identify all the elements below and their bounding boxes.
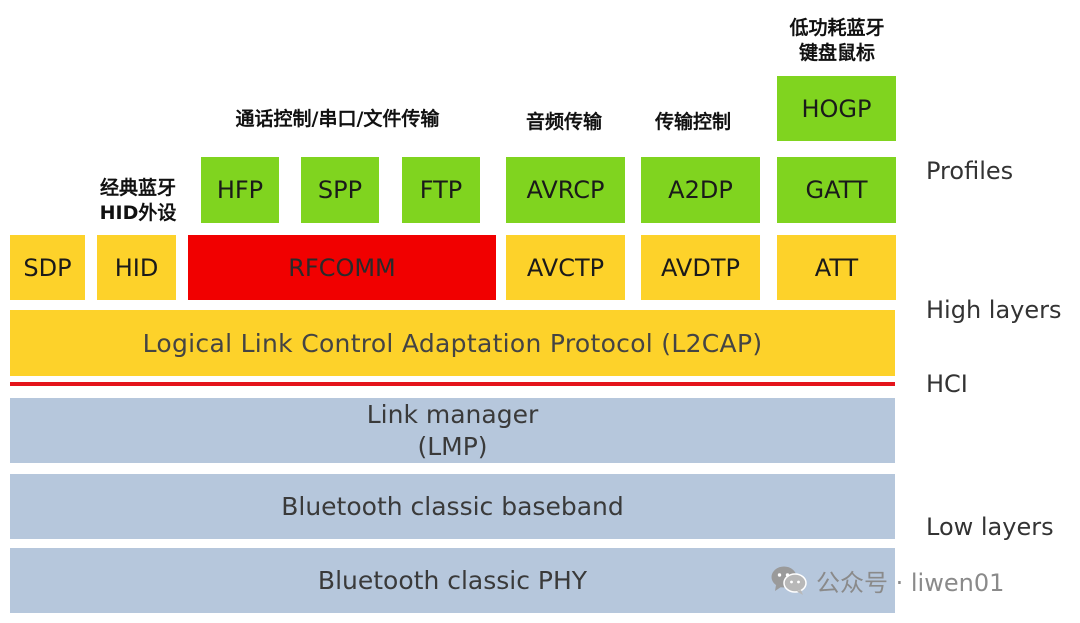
layer-baseband: Bluetooth classic baseband	[10, 474, 895, 539]
header-transfer-ctrl: 传输控制	[654, 111, 731, 133]
layer-lmp-line1: Link manager	[366, 399, 539, 429]
watermark: 公众号 · liwen01	[770, 562, 1004, 598]
header-ble-keyboard-line1: 低功耗蓝牙	[789, 17, 885, 39]
header-classic-hid: 经典蓝牙 HID外设	[88, 176, 188, 226]
layer-att: ATT	[777, 235, 896, 300]
header-ble-keyboard-line2: 键盘鼠标	[798, 42, 875, 64]
layer-rfcomm: RFCOMM	[188, 235, 496, 300]
layer-sdp: SDP	[10, 235, 85, 300]
watermark-text: 公众号 · liwen01	[816, 568, 1005, 597]
layer-l2cap: Logical Link Control Adaptation Protocol…	[10, 310, 895, 376]
layer-lmp: Link manager (LMP)	[10, 398, 895, 463]
profile-spp: SPP	[301, 157, 379, 223]
header-ble-keyboard: 低功耗蓝牙 键盘鼠标	[775, 16, 899, 66]
side-label-low-layers: Low layers	[926, 513, 1054, 541]
profile-hogp: HOGP	[777, 76, 896, 141]
side-label-hci: HCI	[926, 370, 968, 398]
header-classic-hid-line2: HID外设	[99, 202, 177, 224]
side-label-profiles: Profiles	[926, 157, 1014, 185]
header-call-serial-file: 通话控制/串口/文件传输	[235, 108, 440, 130]
profile-avrcp: AVRCP	[506, 157, 625, 223]
wechat-icon	[771, 566, 807, 595]
hci-divider-line	[10, 382, 895, 386]
layer-hid: HID	[97, 235, 176, 300]
profile-hfp: HFP	[201, 157, 279, 223]
side-label-high-layers: High layers	[926, 296, 1062, 324]
header-audio: 音频传输	[525, 111, 602, 133]
header-classic-hid-line1: 经典蓝牙	[99, 177, 176, 199]
profile-ftp: FTP	[402, 157, 480, 223]
profile-a2dp: A2DP	[641, 157, 760, 223]
layer-lmp-line2: (LMP)	[417, 431, 488, 461]
profile-gatt: GATT	[777, 157, 896, 223]
layer-avctp: AVCTP	[506, 235, 625, 300]
layer-phy: Bluetooth classic PHY	[10, 548, 895, 613]
layer-avdtp: AVDTP	[641, 235, 760, 300]
